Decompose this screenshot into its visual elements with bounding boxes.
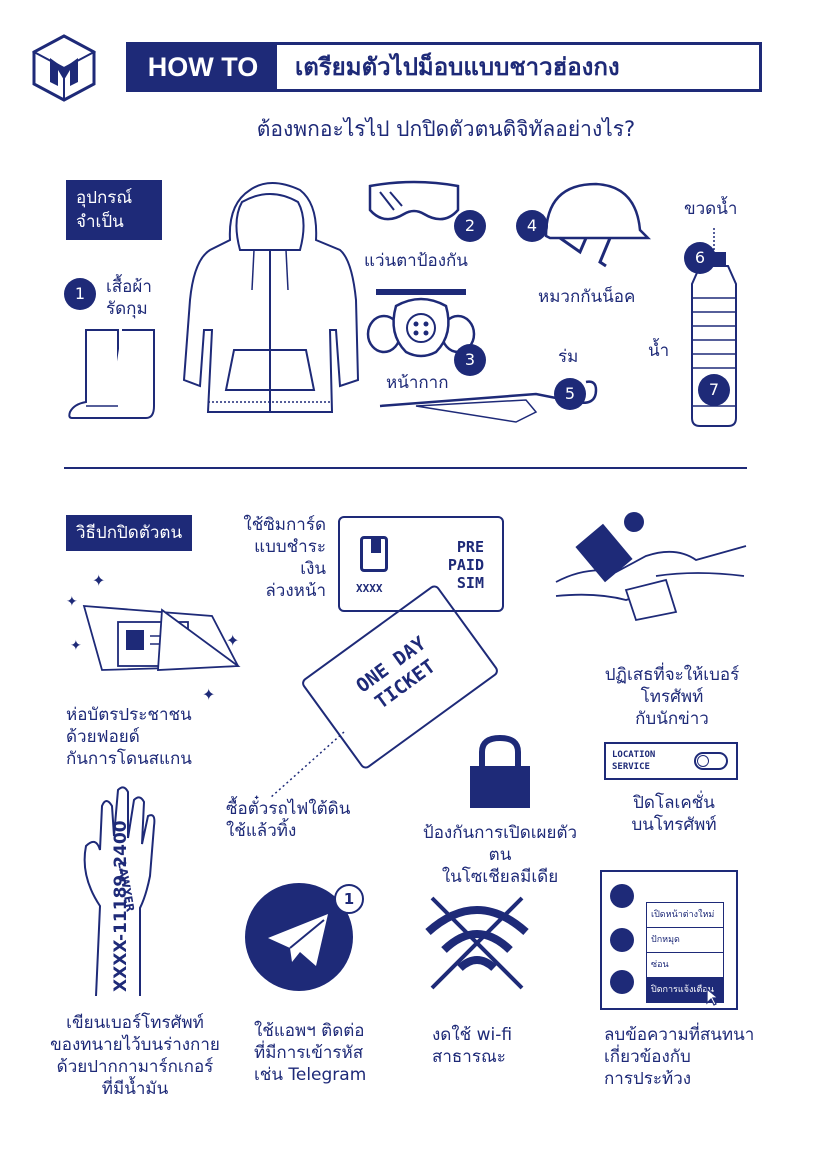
- wifi-label: งดใช้ wi-fi สาธารณะ: [432, 1025, 513, 1067]
- arm-writing-icon: LAWYER XXXX-11189-2400: [83, 786, 156, 997]
- bottle-label: ขวดน้ำ: [684, 199, 738, 219]
- svg-text:✦: ✦: [226, 631, 239, 650]
- avatar: [610, 928, 634, 952]
- goggles-label: แว่นตาป้องกัน: [364, 251, 468, 271]
- refuse-label: ปฏิเสธที่จะให้เบอร์โทรศัพท์ กับนักข่าว: [604, 665, 740, 729]
- foil-label: ห่อบัตรประชาชน ด้วยฟอยด์ กันการโดนสแกน: [66, 705, 192, 769]
- sim-label: ใช้ซิมการ์ด แบบชำระเงิน ล่วงหน้า: [243, 515, 326, 601]
- page-title: เตรียมตัวไปม็อบแบบชาวฮ่องกง: [295, 53, 620, 81]
- how-to-label: HOW TO: [129, 45, 277, 89]
- hoodie-icon: [182, 182, 360, 413]
- item-number-5: 5: [554, 378, 586, 410]
- sim-card: XXXX PRE PAID SIM: [338, 516, 504, 612]
- umbrella-label: ร่ม: [558, 347, 579, 367]
- arm-label: เขียนเบอร์โทรศัพท์ ของทนายไว้บนร่างกาย ด…: [50, 1013, 220, 1099]
- ticket-text: ONE DAY TICKET: [352, 632, 440, 714]
- lock-icon: [470, 734, 530, 808]
- location-label: ปิดโลเคชั่น บนโทรศัพท์: [631, 793, 717, 835]
- svg-text:✦: ✦: [66, 594, 78, 610]
- water-label: น้ำ: [648, 341, 670, 361]
- helmet-icon: [544, 182, 652, 268]
- telegram-label: ใช้แอพฯ ติดต่อ ที่มีการเข้ารหัส เช่น Tel…: [254, 1021, 367, 1085]
- location-service-text: LOCATION SERVICE: [612, 750, 656, 772]
- item-number-7: 7: [698, 374, 730, 406]
- sim-digits: XXXX: [356, 582, 383, 595]
- svg-text:✦: ✦: [92, 571, 105, 590]
- telegram-icon: [245, 883, 353, 991]
- item-number-2: 2: [454, 210, 486, 242]
- no-wifi-icon: [425, 896, 529, 990]
- section-divider: [64, 467, 747, 469]
- sim-chip-icon: [360, 536, 388, 572]
- location-service-card: LOCATION SERVICE: [604, 742, 738, 780]
- arm-phone-text: XXXX-11189-2400: [111, 820, 131, 992]
- avatar: [610, 884, 634, 908]
- sim-card-text: PRE PAID SIM: [447, 538, 484, 592]
- item-number-3: 3: [454, 344, 486, 376]
- helmet-label: หมวกกันน็อค: [538, 287, 636, 307]
- ticket-label: ซื้อตั๋วรถไฟใต้ดิน ใช้แล้วทิ้ง: [226, 799, 351, 841]
- menu-item-new-window[interactable]: เปิดหน้าต่างใหม่: [647, 903, 723, 928]
- mask-label: หน้ากาก: [386, 373, 449, 393]
- menu-item-pin[interactable]: ปักหมุด: [647, 928, 723, 953]
- logo-icon: [31, 34, 97, 102]
- location-toggle[interactable]: [694, 752, 728, 770]
- svg-text:✦: ✦: [202, 685, 215, 704]
- delete-label: ลบข้อความที่สนทนา เกี่ยวข้องกับ การประท้…: [604, 1025, 755, 1089]
- clothing-label: เสื้อผ้า รัดกุม: [106, 277, 152, 319]
- goggles-icon: [368, 180, 460, 221]
- cursor-icon: [706, 987, 720, 1006]
- svg-text:✦: ✦: [70, 638, 82, 654]
- foil-id-card-icon: ✦ ✦ ✦ ✦ ✦: [66, 571, 241, 704]
- avatar: [610, 970, 634, 994]
- telegram-notification-badge: 1: [334, 884, 364, 914]
- item-number-1: 1: [64, 278, 96, 310]
- social-label: ป้องกันการเปิดเผยตัวตน ในโซเชียลมีเดีย: [422, 823, 578, 887]
- equipment-section-tag: อุปกรณ์ จำเป็น: [66, 180, 162, 240]
- context-menu: เปิดหน้าต่างใหม่ ปักหมุด ซ่อน ปิดการแจ้ง…: [646, 902, 724, 1003]
- header-banner: HOW TO เตรียมตัวไปม็อบแบบชาวฮ่องกง: [126, 42, 762, 92]
- page-subtitle: ต้องพกอะไรไป ปกปิดตัวตนดิจิทัลอย่างไร?: [256, 117, 636, 141]
- hands-phone-icon: [555, 512, 747, 622]
- identity-section-tag: วิธีปกปิดตัวตน: [66, 515, 193, 551]
- chat-list-window: เปิดหน้าต่างใหม่ ปักหมุด ซ่อน ปิดการแจ้ง…: [600, 870, 738, 1010]
- item-number-6: 6: [684, 242, 716, 274]
- menu-item-hide[interactable]: ซ่อน: [647, 953, 723, 978]
- boots-icon: [68, 329, 155, 419]
- item-number-4: 4: [516, 210, 548, 242]
- ticket-pointer-line: [269, 731, 345, 799]
